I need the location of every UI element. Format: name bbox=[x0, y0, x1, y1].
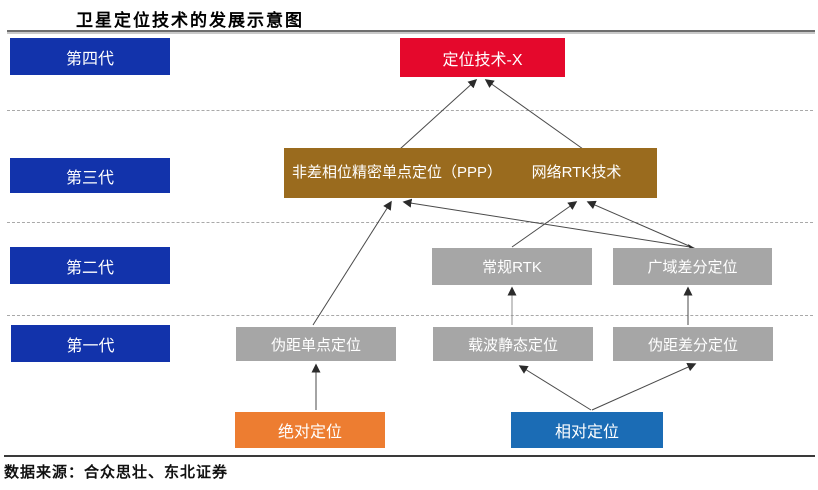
node-network-rtk-label: 网络RTK技术 bbox=[531, 163, 622, 181]
node-pseudo-diff: 伪距差分定位 bbox=[613, 327, 773, 361]
node-wide-area-diff: 广域差分定位 bbox=[613, 248, 772, 285]
node-positioning-tech-x: 定位技术-X bbox=[400, 38, 565, 77]
node-pseudo-diff-label: 伪距差分定位 bbox=[647, 336, 738, 354]
edge-ppp-to-x bbox=[399, 78, 478, 150]
edge-convrtk-to-netrtk bbox=[511, 201, 578, 248]
edge-relative-to-pseudodiff bbox=[591, 362, 697, 411]
title-underline bbox=[7, 30, 815, 34]
node-absolute-positioning: 绝对定位 bbox=[235, 412, 385, 448]
generation-label-2-text: 第二代 bbox=[65, 259, 114, 277]
node-conventional-rtk: 常规RTK bbox=[432, 248, 592, 285]
edge-netrtk-to-x bbox=[484, 79, 584, 150]
generation-divider-1 bbox=[7, 110, 813, 111]
generation-label-4-text: 第四代 bbox=[65, 50, 114, 68]
node-carrier-static-label: 载波静态定位 bbox=[467, 336, 558, 354]
node-absolute-positioning-label: 绝对定位 bbox=[277, 424, 342, 441]
node-gen3-group: 非差相位精密单点定位（PPP） 网络RTK技术 bbox=[284, 148, 657, 198]
data-source-text: 数据来源：合众思壮、东北证券 bbox=[4, 464, 229, 481]
node-positioning-tech-x-label: 定位技术-X bbox=[442, 51, 523, 69]
edge-wideareadiff-to-netrtk bbox=[586, 200, 697, 250]
generation-divider-2 bbox=[7, 222, 813, 223]
node-relative-positioning-label: 相对定位 bbox=[554, 424, 619, 441]
node-pseudo-single-label: 伪距单点定位 bbox=[270, 336, 361, 354]
node-wide-area-diff-label: 广域差分定位 bbox=[647, 259, 738, 276]
edge-wideareadiff-to-ppp bbox=[402, 198, 691, 248]
bottom-rule bbox=[4, 455, 815, 457]
node-carrier-static: 载波静态定位 bbox=[433, 327, 593, 361]
generation-label-3-text: 第三代 bbox=[65, 169, 114, 187]
generation-label-2: 第二代 bbox=[10, 247, 170, 284]
generation-label-1-text: 第一代 bbox=[66, 337, 115, 355]
generation-label-4: 第四代 bbox=[10, 38, 170, 75]
node-pseudo-single: 伪距单点定位 bbox=[236, 327, 396, 361]
edge-relative-to-carrierstatic bbox=[518, 365, 592, 411]
generation-label-3: 第三代 bbox=[10, 158, 170, 193]
edge-pseudosingle-to-ppp bbox=[312, 200, 392, 326]
page-title: 卫星定位技术的发展示意图 bbox=[76, 11, 304, 30]
generation-divider-3 bbox=[7, 315, 813, 316]
generation-label-1: 第一代 bbox=[11, 325, 170, 362]
node-ppp-label: 非差相位精密单点定位（PPP） bbox=[292, 163, 503, 181]
node-relative-positioning: 相对定位 bbox=[511, 412, 663, 448]
node-conventional-rtk-label: 常规RTK bbox=[482, 259, 542, 276]
